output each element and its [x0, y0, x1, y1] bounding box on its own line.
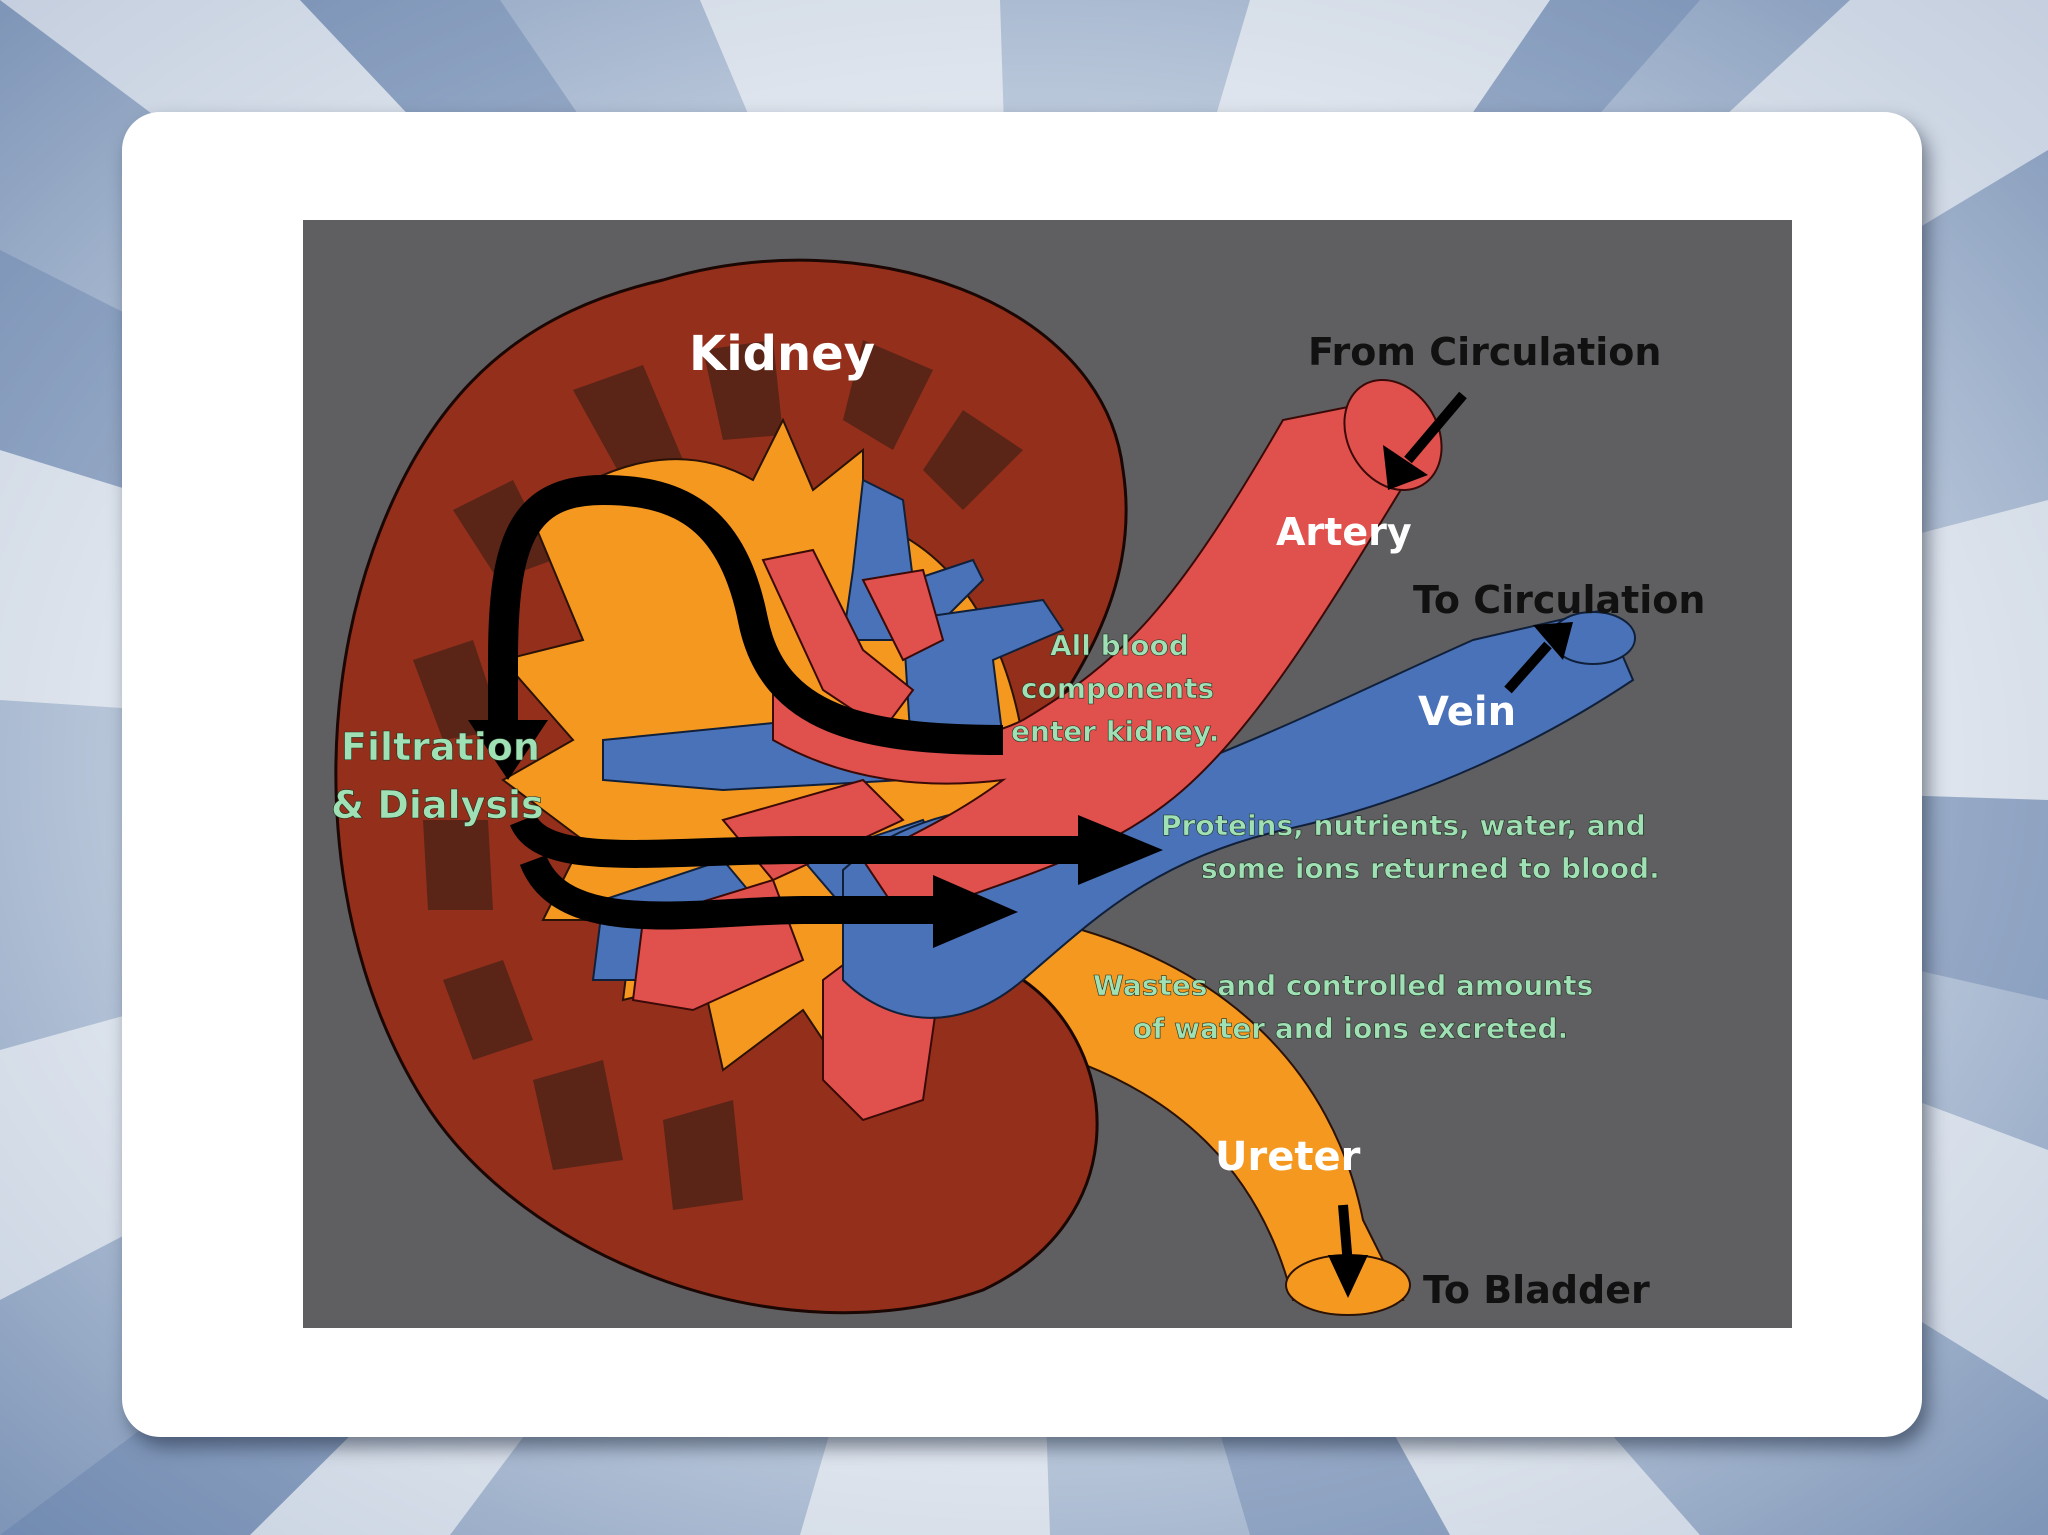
all-blood-line-1: All blood [1050, 629, 1189, 662]
vein-label: Vein [1418, 689, 1516, 735]
artery-vessel [772, 378, 1443, 922]
filtration-line-1: Filtration [341, 725, 540, 769]
artery-label: Artery [1276, 510, 1412, 554]
proteins-line-1: Proteins, nutrients, water, and [1161, 809, 1646, 842]
ureter-label: Ureter [1215, 1134, 1361, 1180]
wastes-note: Wastes and controlled amounts of water a… [1093, 969, 1594, 1046]
kidney-diagram: Kidney From Circulation Artery To Circul… [303, 220, 1792, 1328]
vein-vessel [842, 608, 1636, 1019]
kidney-label: Kidney [689, 326, 875, 382]
filtration-arrowhead [468, 720, 548, 780]
all-blood-note: All blood components enter kidney. [1011, 629, 1220, 749]
out-vein-arrow [1504, 622, 1573, 694]
proteins-note: Proteins, nutrients, water, and some ion… [1161, 809, 1660, 886]
filtration-loop-arrow [488, 474, 1004, 755]
filtration-dialysis-label: Filtration & Dialysis [331, 725, 544, 828]
renal-pyramids [413, 340, 1023, 1210]
filtration-line-2: & Dialysis [331, 783, 544, 827]
into-artery-arrow [1383, 391, 1467, 490]
return-arrowhead [1078, 815, 1163, 885]
all-blood-line-2: components [1021, 672, 1214, 705]
to-bladder-arrow [1328, 1204, 1368, 1298]
to-circulation-label: To Circulation [1413, 578, 1705, 622]
excretion-arrowhead [933, 875, 1018, 948]
from-circulation-label: From Circulation [1308, 330, 1661, 374]
excretion-arrow [519, 854, 943, 930]
to-bladder-label: To Bladder [1423, 1268, 1650, 1312]
wastes-line-1: Wastes and controlled amounts [1093, 969, 1593, 1002]
ureter-tube [1001, 918, 1411, 1316]
proteins-line-2: some ions returned to blood. [1201, 852, 1660, 885]
all-blood-line-3: enter kidney. [1011, 715, 1219, 748]
return-arrow [510, 813, 1093, 868]
flow-arrows [468, 391, 1573, 1298]
wastes-line-2: of water and ions excreted. [1133, 1012, 1568, 1045]
